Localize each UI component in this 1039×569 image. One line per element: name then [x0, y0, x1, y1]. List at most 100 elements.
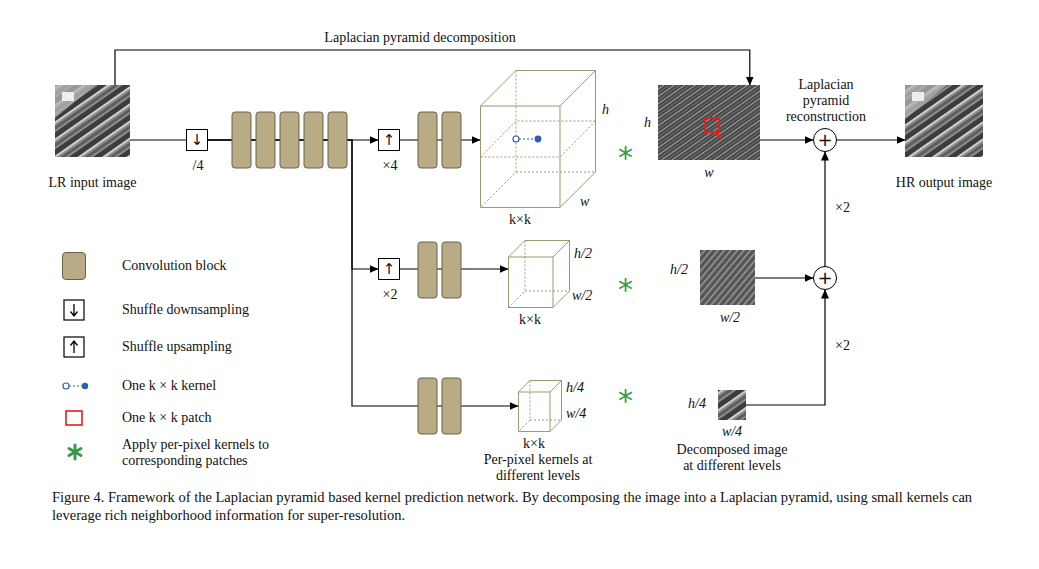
connector-arrow — [746, 290, 825, 405]
sum-circle: Laplacian pyramid reconstruction+ — [813, 128, 837, 152]
legend-text: Shuffle upsampling — [122, 339, 232, 355]
legend-text: Convolution block — [122, 258, 227, 274]
label-text: h — [602, 102, 609, 118]
text-slot: * — [618, 386, 633, 416]
image-node: h/2w/2 — [700, 250, 755, 305]
kernel-link — [519, 138, 535, 139]
label-text: h/4 — [688, 396, 706, 412]
text-slot: w/4 — [722, 424, 742, 440]
label-text: h/2 — [670, 262, 688, 278]
text-slot: ×2 — [833, 338, 852, 354]
legend-swatch — [62, 252, 86, 280]
legend-text: Apply per-pixel kernels to corresponding… — [122, 437, 302, 469]
text-slot: w — [704, 165, 713, 181]
cuboid-edge — [509, 241, 570, 258]
legend-text: One k × k kernel — [122, 378, 216, 394]
text-slot: LR input image — [49, 175, 137, 191]
text-slot: h/4 — [688, 396, 706, 412]
connector-arrow — [755, 277, 813, 278]
cuboid-edge — [481, 106, 561, 208]
kernel-open-dot — [513, 136, 519, 142]
label-text: w/4 — [722, 424, 742, 440]
text-slot: Decomposed image at different levels — [672, 442, 792, 474]
connector-arrow — [130, 139, 186, 140]
label-text: k×k — [519, 312, 541, 328]
cuboid-edge — [530, 420, 562, 421]
connector-arrow — [824, 152, 825, 266]
label-text: Per-pixel kernels at different levels — [473, 452, 603, 484]
cuboid-outline — [518, 380, 562, 432]
convolve-symbol: * — [618, 275, 633, 305]
connector-arrow — [400, 139, 480, 140]
connector-arrow — [837, 139, 905, 140]
edge-label: ×2 — [833, 200, 852, 216]
text-slot: Apply per-pixel kernels to corresponding… — [122, 437, 302, 469]
label-text: h/4 — [566, 380, 584, 396]
label-text: HR output image — [896, 175, 992, 191]
kernel-dot — [535, 136, 542, 143]
text-slot: HR output image — [896, 175, 992, 191]
text-slot: Figure 4. Framework of the Laplacian pyr… — [52, 488, 1002, 524]
cuboid-edge — [525, 291, 570, 292]
text-slot: w/2 — [720, 310, 740, 326]
label-text: ↑ — [383, 261, 396, 277]
cuboid-edge — [519, 381, 562, 393]
label-text: k×k — [509, 212, 531, 228]
pyramid-level-image — [718, 390, 746, 420]
connector-arrow — [115, 50, 750, 85]
text-slot: Shuffle upsampling — [122, 339, 232, 355]
pyramid-level-image — [658, 85, 760, 160]
kernel-cuboid: h/2w/2k×k — [508, 240, 570, 308]
kernel-cuboid: h/4w/4k×kPer-pixel kernels at different … — [518, 380, 562, 432]
text-slot: * — [618, 275, 633, 305]
text-slot: k×k — [519, 312, 541, 328]
text-slot: h — [644, 115, 651, 131]
text-slot: w — [580, 194, 589, 210]
text-slot: k×k — [523, 436, 545, 452]
figure-caption: Figure 4. Framework of the Laplacian pyr… — [52, 488, 1002, 524]
text-slot: ×2 — [383, 287, 398, 303]
label-text: ↓ — [191, 132, 204, 148]
text-slot: h/4 — [566, 380, 584, 396]
text-slot: /4 — [193, 158, 204, 174]
label-text: w/2 — [572, 288, 592, 304]
label-text: Laplacian pyramid reconstruction — [774, 77, 878, 125]
cuboid-edge — [509, 241, 526, 308]
shuffle-box: ↑×2 — [378, 258, 400, 280]
text-slot: ×4 — [383, 158, 398, 174]
lr-photo — [55, 85, 130, 157]
label-text: k×k — [523, 436, 545, 452]
legend-samples — [63, 300, 88, 459]
label-text: w/2 — [720, 310, 740, 326]
edge-label: ×2 — [833, 338, 852, 354]
kernel-cuboid: hwk×k — [480, 70, 596, 208]
text-slot: w/2 — [572, 288, 592, 304]
label-text: ×4 — [383, 158, 398, 174]
cuboid-outline — [480, 70, 596, 208]
hr-photo — [905, 85, 983, 157]
text-slot: w/4 — [566, 406, 586, 422]
text-slot: Per-pixel kernels at different levels — [473, 452, 603, 484]
shuffle-box: ↑×4 — [378, 129, 400, 151]
label-text: Decomposed image at different levels — [672, 442, 792, 474]
text-slot: One k × k patch — [122, 410, 212, 426]
image-node: HR output image — [905, 85, 983, 157]
label-text: w — [580, 194, 589, 210]
shuffle-box: ↓/4 — [186, 129, 208, 151]
cuboid-outline — [508, 240, 570, 308]
connector-arrow — [208, 140, 518, 406]
convolve-symbol: * — [618, 143, 633, 173]
label-text: h/2 — [574, 246, 592, 262]
label-text: /4 — [193, 158, 204, 174]
label-text: ×2 — [383, 287, 398, 303]
cuboid-edge — [553, 241, 570, 308]
text-slot: * — [618, 143, 633, 173]
label-text: + — [817, 131, 832, 149]
image-node: h/4w/4Decomposed image at different leve… — [718, 390, 746, 420]
label-text: ↑ — [383, 132, 396, 148]
text-slot: Convolution block — [122, 258, 227, 274]
